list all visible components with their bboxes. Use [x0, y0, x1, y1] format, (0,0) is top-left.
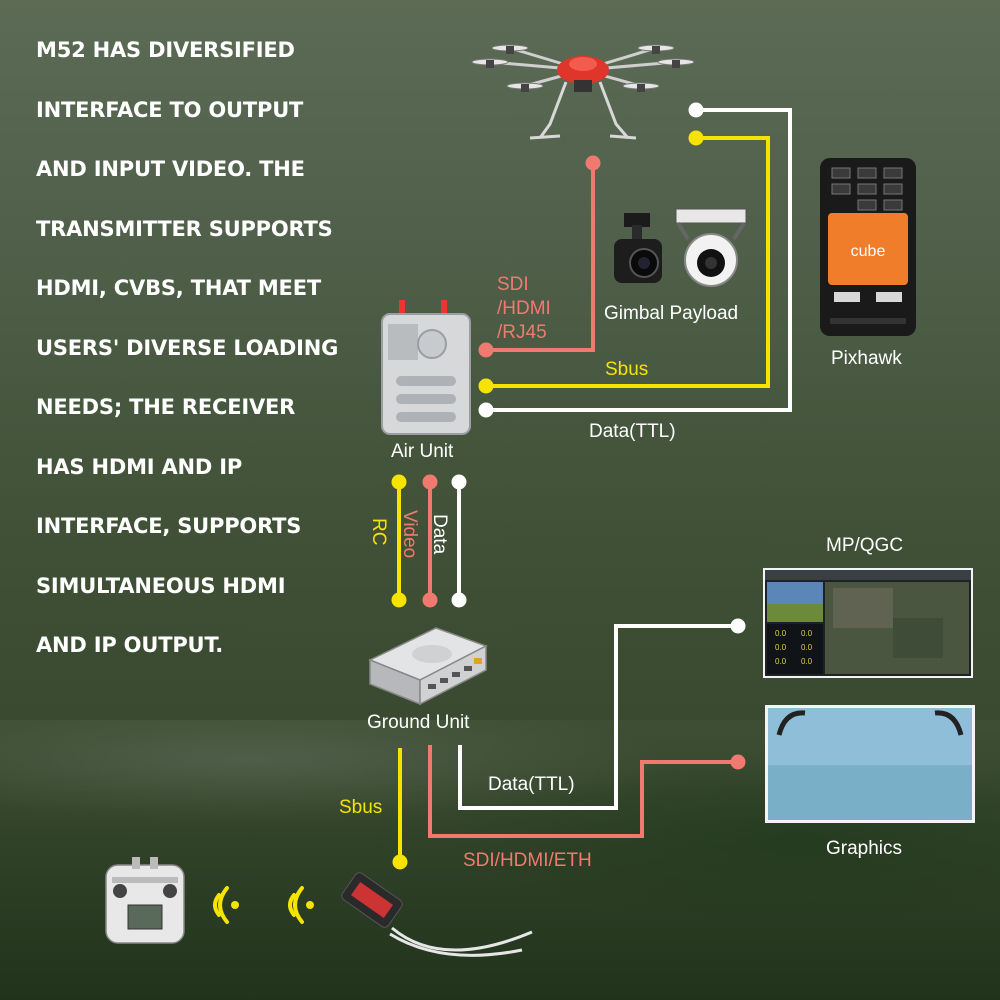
wireless-signal-icon — [288, 886, 314, 924]
qgc-readout: 0.0 — [775, 657, 787, 666]
label-data-ttl-bottom: Data(TTL) — [488, 774, 575, 795]
intro-text: M52 HAS DIVERSIFIED INTERFACE TO OUTPUT … — [36, 34, 366, 689]
label-pixhawk: Pixhawk — [831, 348, 902, 369]
dot — [391, 592, 407, 608]
intro-line: AND IP OUTPUT. — [36, 633, 224, 657]
label-sdi-hdmi-eth: SDI/HDMI/ETH — [463, 850, 592, 871]
dot — [730, 618, 746, 634]
air-unit-icon — [381, 300, 471, 435]
intro-line: HDMI, CVBS, THAT MEET — [36, 276, 321, 300]
qgc-readout: 0.0 — [801, 657, 813, 666]
wire-data-bottom — [458, 624, 738, 810]
intro-line: USERS' DIVERSE LOADING — [36, 335, 339, 360]
receiver-icon — [341, 872, 533, 957]
label-ground-unit: Ground Unit — [367, 712, 470, 733]
intro-line: INTERFACE, SUPPORTS — [36, 514, 302, 538]
label-rc: RC — [368, 518, 389, 546]
label-video: Video — [399, 510, 420, 559]
pixhawk-cube-icon: cube — [820, 158, 916, 336]
intro-line: AND INPUT VIDEO. THE — [36, 157, 305, 181]
label-gimbal-payload: Gimbal Payload — [604, 303, 739, 324]
label-rj45-top: /RJ45 — [497, 322, 547, 343]
qgc-readout: 0.0 — [775, 629, 787, 638]
gimbal-camera-icon — [614, 208, 747, 287]
dot — [478, 402, 494, 418]
dot — [688, 130, 704, 146]
dot — [688, 102, 704, 118]
dot — [391, 474, 407, 490]
wire-sbus-top — [486, 136, 770, 388]
label-sdi-top: SDI — [497, 274, 529, 295]
label-sbus-bottom: Sbus — [339, 797, 383, 818]
qgc-readout: 0.0 — [801, 643, 813, 652]
dot — [478, 342, 494, 358]
drone-icon — [471, 44, 695, 140]
intro-line: TRANSMITTER SUPPORTS — [36, 216, 333, 241]
wire-data-top — [486, 108, 792, 412]
label-air-unit: Air Unit — [391, 441, 454, 462]
wire-sdi-bottom — [428, 745, 738, 838]
wire-sdi-top — [486, 165, 595, 352]
intro-line: INTERFACE TO OUTPUT — [36, 97, 304, 122]
cube-logo: cube — [851, 243, 886, 260]
dot — [585, 155, 601, 171]
qgc-readout: 0.0 — [775, 643, 787, 652]
label-sbus-top: Sbus — [605, 359, 649, 380]
intro-line: M52 HAS DIVERSIFIED — [36, 38, 295, 62]
label-hdmi-top: /HDMI — [497, 298, 551, 319]
label-data-ttl-top: Data(TTL) — [589, 421, 676, 442]
rc-transmitter-icon — [105, 857, 185, 944]
dot — [451, 474, 467, 490]
wireless-signal-icon — [213, 886, 239, 924]
graphics-monitor-icon — [765, 705, 975, 823]
qgc-readout: 0.0 — [801, 629, 813, 638]
dot — [730, 754, 746, 770]
intro-line: HAS HDMI AND IP — [36, 454, 243, 479]
label-data: Data — [429, 514, 450, 555]
dot — [478, 378, 494, 394]
intro-line: SIMULTANEOUS HDMI — [36, 573, 286, 598]
label-graphics: Graphics — [826, 838, 903, 859]
dot — [422, 474, 438, 490]
dot — [451, 592, 467, 608]
dot — [422, 592, 438, 608]
label-mp-qgc: MP/QGC — [826, 535, 904, 556]
monitor-icon: 0.0 0.0 0.0 0.0 0.0 0.0 — [763, 568, 973, 678]
ground-unit-icon — [368, 627, 488, 706]
intro-line: NEEDS; THE RECEIVER — [36, 395, 296, 419]
dot — [392, 854, 408, 870]
